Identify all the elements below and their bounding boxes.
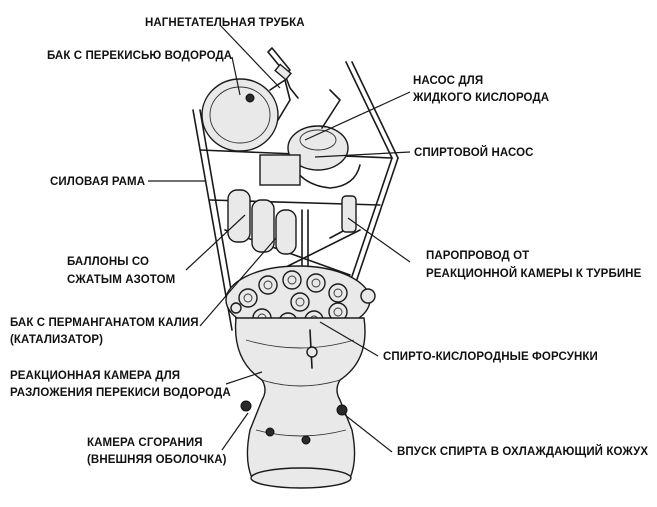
leader-peroxide-tank: [231, 56, 241, 96]
injector-head: [225, 265, 376, 335]
leader-pressure-tube: [219, 24, 281, 89]
leader-lines: [148, 24, 411, 453]
label-reaction-chamber-line1: РЕАКЦИОННАЯ КАМЕРА ДЛЯ: [10, 370, 180, 382]
label-alcohol-inlet: ВПУСК СПИРТА В ОХЛАЖДАЮЩИЙ КОЖУХ: [397, 445, 648, 458]
label-reaction-chamber-line2: РАЗЛОЖЕНИЯ ПЕРЕКИСИ ВОДОРОДА: [10, 387, 231, 399]
hydrogen-peroxide-tank-shape: [201, 78, 291, 152]
label-combustion-chamber-line2: (ВНЕШНЯЯ ОБОЛОЧКА): [87, 454, 227, 466]
label-steam-line-line1: ПАРОПРОВОД ОТ: [426, 250, 529, 262]
label-permanganate-line2: (КАТАЛИЗАТОР): [10, 334, 103, 346]
label-steam-line-line2: РЕАКЦИОННОЙ КАМЕРЫ К ТУРБИНЕ: [426, 267, 642, 280]
leader-lox-pump: [304, 91, 411, 141]
labels: НАГНЕТАТЕЛЬНАЯ ТРУБКА БАК С ПЕРЕКИСЬЮ ВО…: [10, 17, 648, 466]
leader-reaction-chamber: [225, 371, 263, 385]
leader-alcohol-inlet: [344, 414, 393, 453]
pressure-tube-shape: [267, 47, 299, 99]
leader-steam-line: [347, 217, 411, 263]
combustion-chamber-shape: [234, 317, 366, 489]
label-hydrogen-peroxide-tank: БАК С ПЕРЕКИСЬЮ ВОДОРОДА: [47, 50, 232, 62]
label-combustion-chamber-line1: КАМЕРА СГОРАНИЯ: [87, 437, 203, 449]
leader-alcohol-pump: [314, 151, 411, 158]
label-lox-pump-line1: НАСОС ДЛЯ: [413, 75, 483, 87]
label-permanganate-line1: БАК С ПЕРМАНГАНАТОМ КАЛИЯ: [10, 317, 199, 329]
leader-combustion-chamber: [221, 412, 249, 451]
label-injectors: СПИРТО-КИСЛОРОДНЫЕ ФОРСУНКИ: [383, 351, 598, 363]
label-lox-pump-line2: ЖИДКОГО КИСЛОРОДА: [412, 92, 549, 104]
leader-injectors: [319, 321, 379, 357]
label-nitrogen-bottles-line2: СЖАТЫМ АЗОТОМ: [67, 274, 175, 286]
engine-illustration: [192, 47, 399, 489]
nitrogen-bottles-shape: [227, 189, 297, 255]
leader-permanganate: [199, 237, 277, 327]
label-nitrogen-bottles-line1: БАЛЛОНЫ СО: [67, 256, 149, 268]
turbopump-assembly: [259, 89, 361, 239]
leader-nitrogen-bottles: [185, 214, 246, 271]
label-power-frame: СИЛОВАЯ РАМА: [50, 176, 145, 188]
label-pressure-tube: НАГНЕТАТЕЛЬНАЯ ТРУБКА: [145, 17, 305, 29]
label-alcohol-pump: СПИРТОВОЙ НАСОС: [414, 146, 534, 159]
